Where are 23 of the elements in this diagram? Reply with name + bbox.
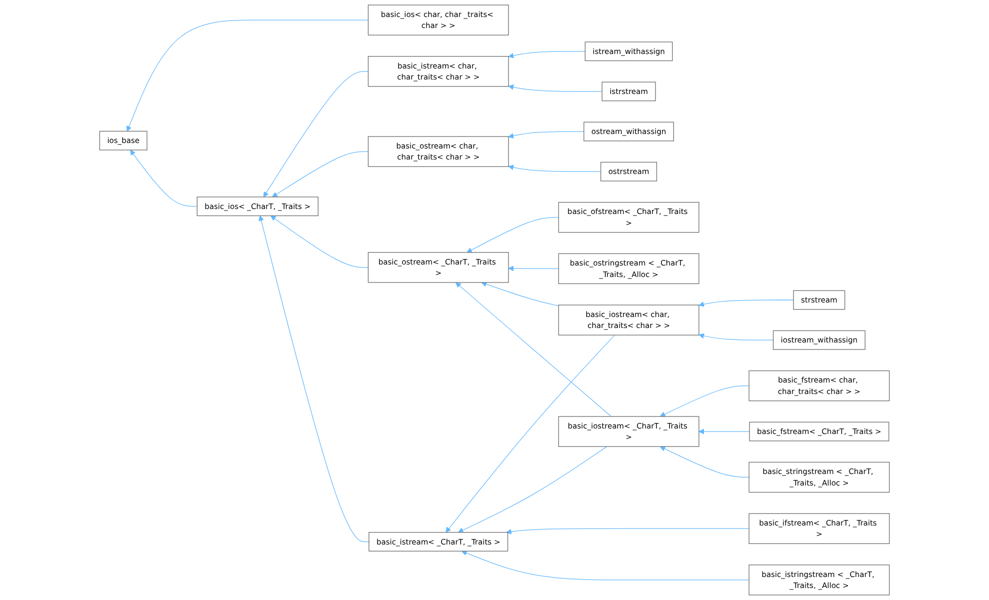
arrow <box>508 84 602 92</box>
arrow <box>508 51 586 58</box>
arrow <box>270 216 369 268</box>
arrow <box>660 446 750 478</box>
arrow <box>446 334 616 533</box>
arrow <box>130 150 198 207</box>
arrow <box>258 216 370 542</box>
arrow <box>508 266 559 272</box>
arrow <box>456 282 612 417</box>
arrow <box>126 20 369 132</box>
arrow <box>481 282 559 306</box>
arrow <box>698 428 750 434</box>
arrow <box>508 131 584 138</box>
arrow <box>263 71 369 198</box>
arrow <box>466 217 559 253</box>
arrow <box>458 446 608 533</box>
arrow <box>698 300 794 307</box>
arrow <box>462 550 750 580</box>
arrow <box>660 386 750 417</box>
arrow <box>506 528 750 534</box>
arrow <box>272 151 369 198</box>
arrow <box>698 333 774 340</box>
arrow <box>508 164 602 172</box>
